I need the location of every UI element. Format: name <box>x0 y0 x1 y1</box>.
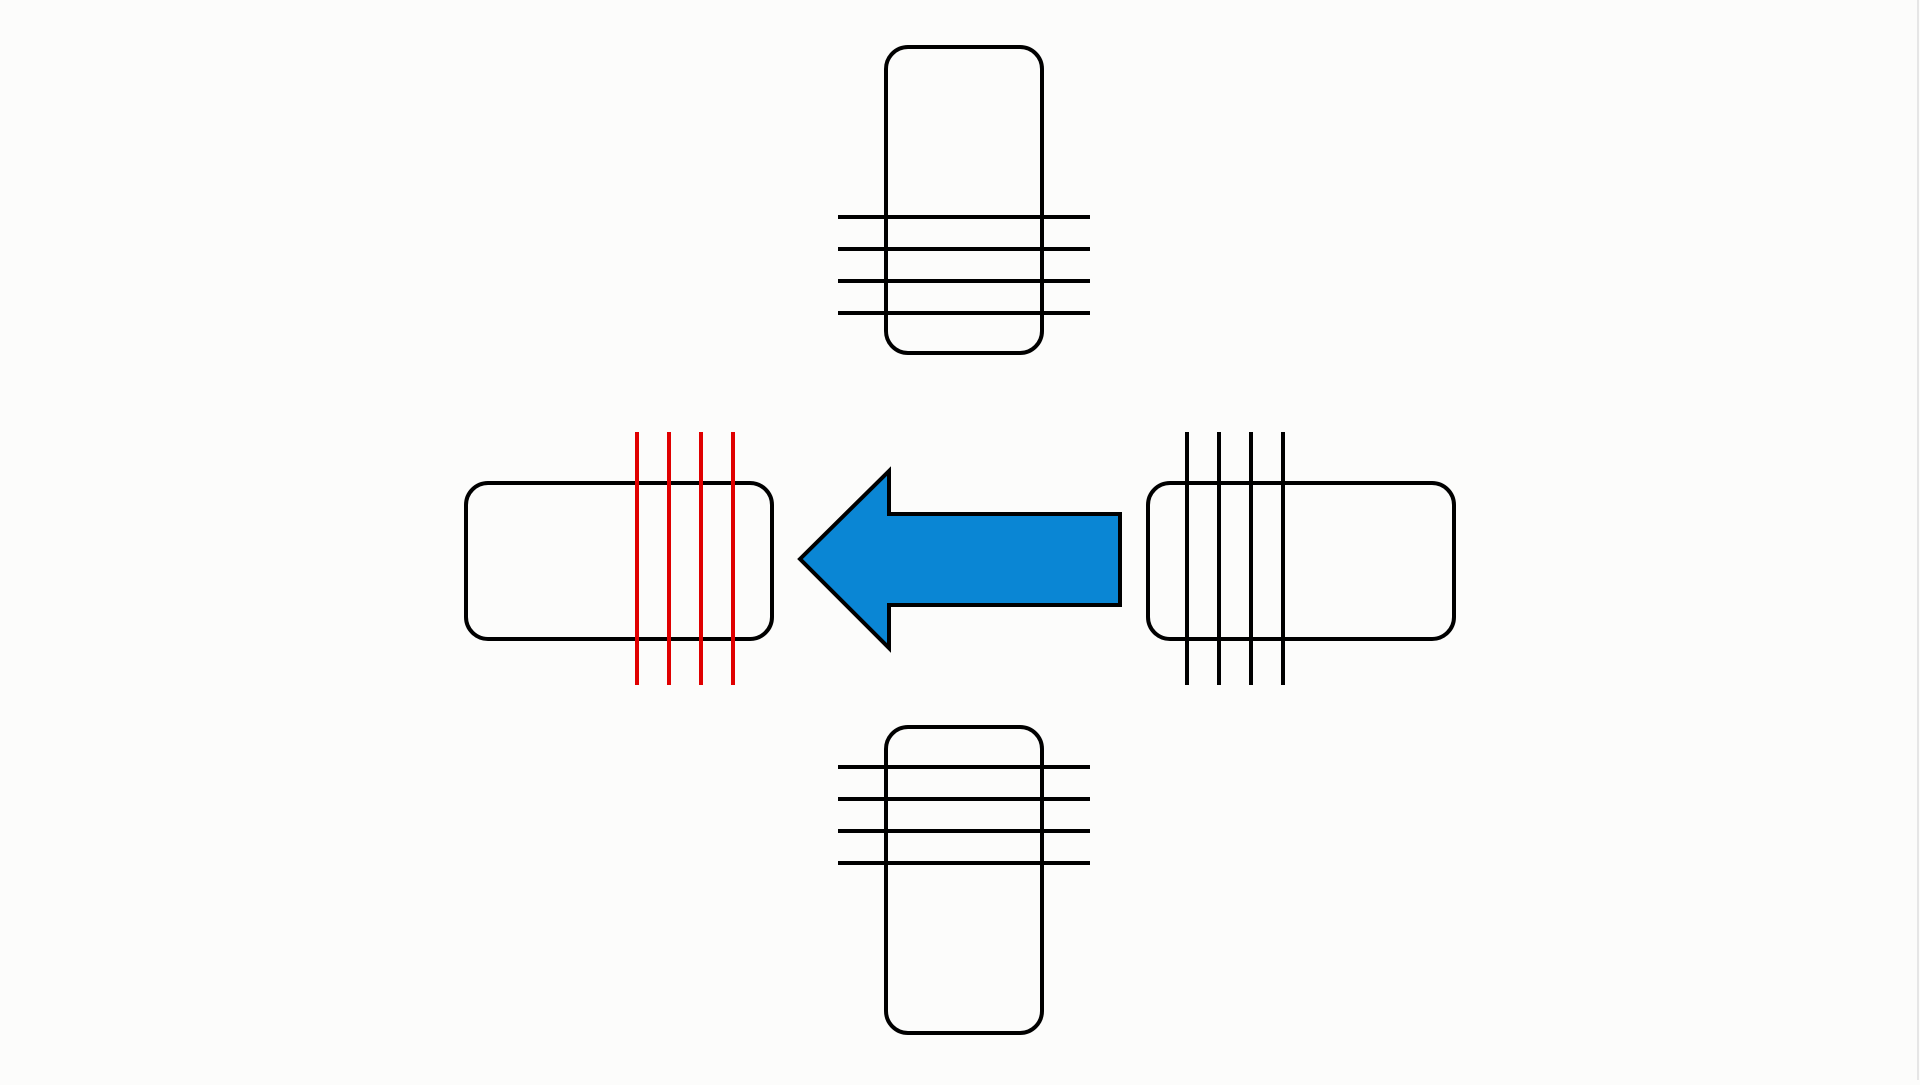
right-lines <box>1185 432 1285 685</box>
left-arrow-icon <box>797 466 1122 653</box>
top-lines <box>838 215 1090 315</box>
top-block <box>884 45 1044 355</box>
bottom-block <box>884 725 1044 1035</box>
left-block <box>464 481 774 641</box>
bottom-crossing <box>838 725 1090 1035</box>
bottom-lines <box>838 765 1090 865</box>
top-crossing <box>838 45 1090 355</box>
left-lines <box>635 432 735 685</box>
right-crossing <box>1146 432 1456 685</box>
frame-edge <box>1917 0 1919 1080</box>
right-block <box>1146 481 1456 641</box>
left-crossing <box>464 432 774 685</box>
